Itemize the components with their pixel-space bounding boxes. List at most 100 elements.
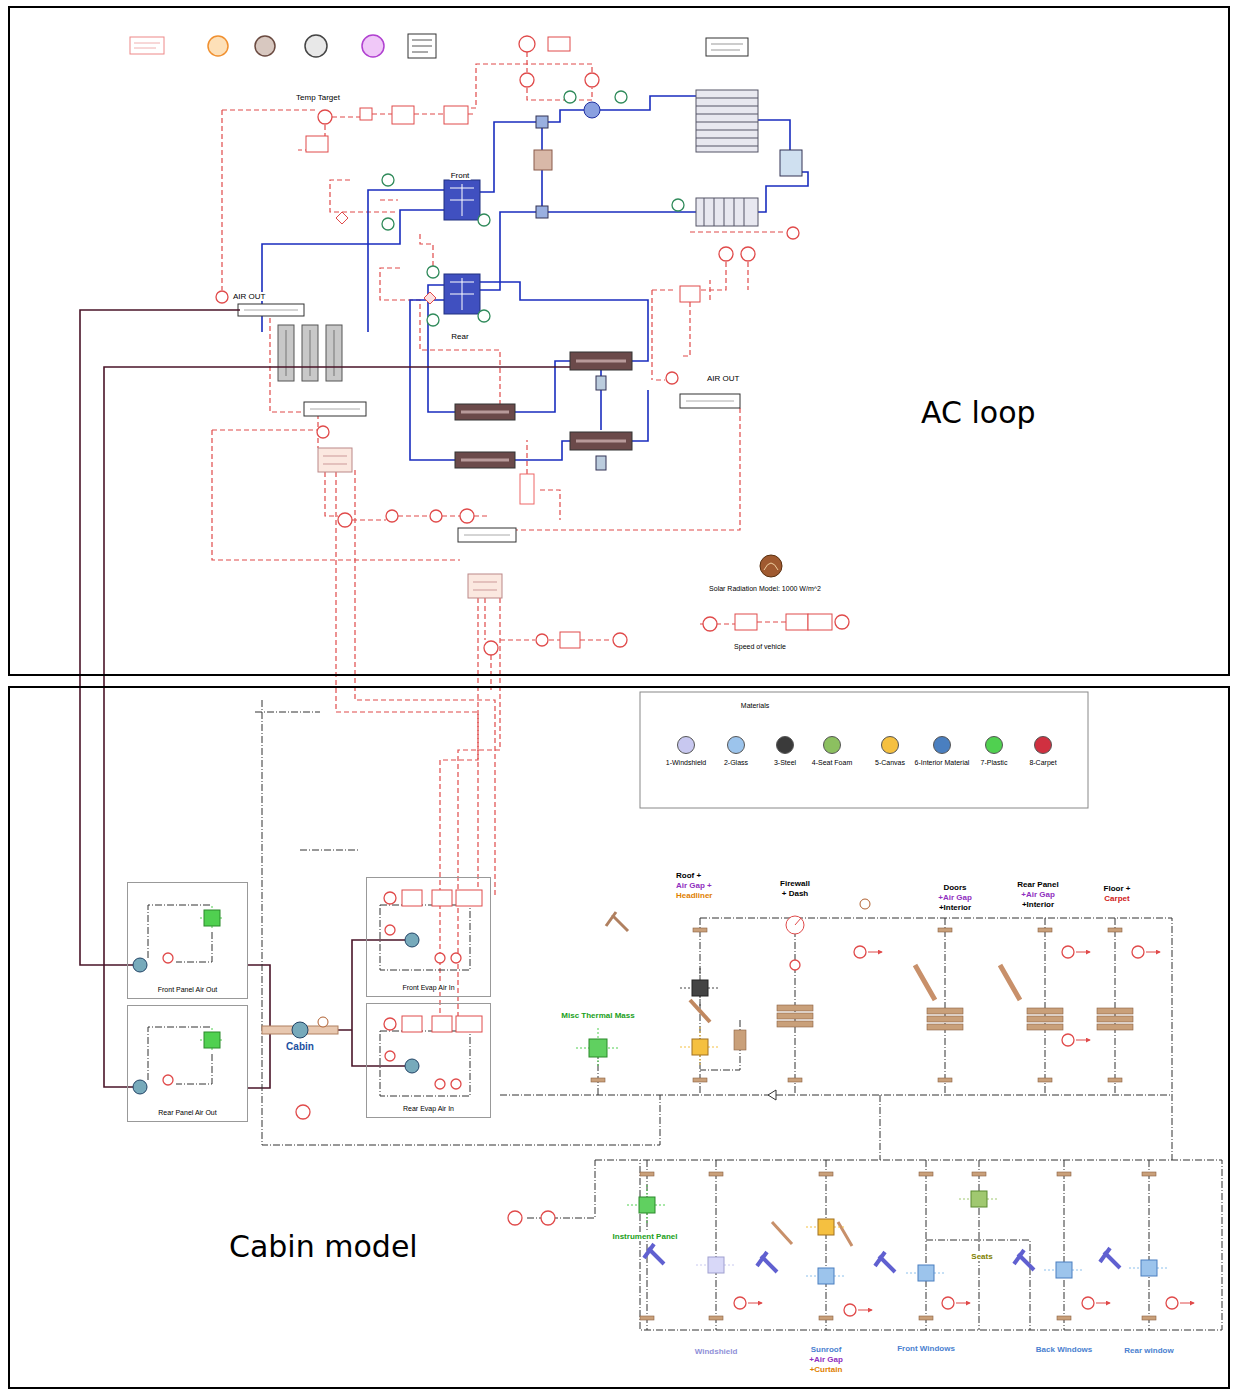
schematic-part bbox=[384, 892, 396, 904]
schematic-part bbox=[644, 1244, 664, 1264]
schematic-part bbox=[1057, 1172, 1071, 1176]
schematic-part bbox=[615, 91, 627, 103]
schematic-part bbox=[709, 1172, 723, 1176]
schematic-part bbox=[130, 37, 164, 54]
schematic-part bbox=[927, 1008, 963, 1014]
legend-label: 2-Glass bbox=[723, 759, 749, 767]
schematic-part bbox=[1108, 1078, 1122, 1082]
annotation-label: Instrument Panel bbox=[612, 1232, 679, 1241]
schematic-part bbox=[595, 1160, 1222, 1330]
schematic-part bbox=[468, 574, 502, 598]
annotation-label: Air Gap + bbox=[675, 881, 713, 890]
subsystem-box: Rear Panel Air Out bbox=[127, 1005, 248, 1122]
schematic-part bbox=[262, 700, 660, 1145]
schematic-part bbox=[564, 91, 576, 103]
region-title: AC loop bbox=[920, 396, 1037, 431]
schematic-part bbox=[711, 44, 743, 50]
schematic-part bbox=[1142, 1316, 1156, 1320]
condenser bbox=[534, 90, 802, 226]
annotation-label: AIR OUT bbox=[232, 292, 266, 301]
schematic-part bbox=[456, 890, 482, 906]
schematic-part bbox=[693, 1078, 707, 1082]
control-signals bbox=[212, 52, 832, 1030]
schematic-part bbox=[680, 394, 740, 408]
schematic-part bbox=[734, 1030, 746, 1050]
schematic-part bbox=[204, 1032, 220, 1048]
schematic-part bbox=[451, 953, 461, 963]
schematic-part bbox=[133, 958, 147, 972]
schematic-part bbox=[536, 116, 548, 128]
schematic-part bbox=[971, 1191, 987, 1207]
schematic-part bbox=[338, 513, 352, 527]
material-swatch bbox=[985, 736, 1003, 754]
schematic-part bbox=[819, 1172, 833, 1176]
schematic-part bbox=[1108, 928, 1122, 932]
schematic-part bbox=[780, 150, 802, 176]
schematic-part bbox=[408, 34, 436, 58]
schematic-part bbox=[748, 1303, 762, 1304]
schematic-part bbox=[692, 1039, 708, 1055]
schematic-part bbox=[435, 1079, 445, 1089]
schematic-part bbox=[596, 456, 606, 470]
schematic-part bbox=[680, 1027, 720, 1067]
schematic-part bbox=[402, 890, 422, 906]
schematic-part bbox=[704, 198, 744, 226]
annotation-label: Sunroof bbox=[810, 1345, 843, 1354]
annotation-label: +Interior bbox=[938, 903, 972, 912]
schematic-part bbox=[777, 1013, 813, 1019]
material-swatch bbox=[881, 736, 899, 754]
schematic-part bbox=[133, 1080, 147, 1094]
legend-label: 6-Interior Material bbox=[914, 759, 971, 767]
schematic-part bbox=[520, 474, 534, 504]
schematic-part bbox=[719, 247, 733, 261]
schematic-part bbox=[709, 1316, 723, 1320]
schematic-part bbox=[1142, 1172, 1156, 1176]
annotation-label: Rear bbox=[450, 332, 469, 341]
schematic-part bbox=[860, 899, 870, 909]
schematic-part bbox=[686, 401, 734, 402]
schematic-part bbox=[795, 918, 801, 925]
front-evaporator bbox=[238, 304, 366, 472]
schematic-part bbox=[336, 212, 348, 224]
box-title: Front Panel Air Out bbox=[157, 986, 219, 994]
schematic-part bbox=[385, 925, 395, 935]
schematic-part bbox=[1056, 1262, 1072, 1278]
schematic-part bbox=[519, 36, 535, 52]
schematic-part bbox=[927, 1016, 963, 1022]
schematic-part bbox=[427, 266, 439, 278]
compressor bbox=[444, 180, 480, 314]
schematic-part bbox=[432, 1016, 452, 1032]
annotation-label: Doors bbox=[942, 883, 967, 892]
region-title: Cabin model bbox=[228, 1230, 419, 1265]
schematic-part bbox=[835, 615, 849, 629]
schematic-part bbox=[451, 1079, 461, 1089]
schematic-part bbox=[606, 912, 628, 931]
schematic-part bbox=[777, 1005, 813, 1011]
schematic-part bbox=[318, 1017, 328, 1027]
schematic-part bbox=[938, 1078, 952, 1082]
schematic-part bbox=[323, 456, 347, 464]
annotation-label: Seats bbox=[970, 1252, 993, 1261]
schematic-part bbox=[200, 1028, 224, 1052]
schematic-part bbox=[818, 1268, 834, 1284]
legend-label: 4-Seat Foam bbox=[811, 759, 853, 767]
schematic-part bbox=[757, 1252, 777, 1272]
schematic-part bbox=[1082, 1297, 1094, 1309]
schematic-part bbox=[430, 510, 442, 522]
schematic-part bbox=[305, 35, 327, 57]
thermal-network bbox=[148, 700, 1222, 1330]
schematic-part bbox=[541, 1211, 555, 1225]
region-panel: AC loop bbox=[8, 6, 1230, 676]
schematic-part bbox=[1096, 1303, 1110, 1304]
annotation-label: + Dash bbox=[781, 889, 809, 898]
schematic-part bbox=[478, 310, 490, 322]
schematic-part bbox=[527, 1160, 595, 1218]
schematic-part bbox=[392, 106, 414, 124]
annotation-label: AIR OUT bbox=[706, 374, 740, 383]
schematic-part bbox=[444, 180, 480, 220]
schematic-part bbox=[690, 1000, 710, 1022]
schematic-part bbox=[1062, 946, 1074, 958]
schematic-part bbox=[708, 1257, 724, 1273]
schematic-part bbox=[478, 214, 490, 226]
